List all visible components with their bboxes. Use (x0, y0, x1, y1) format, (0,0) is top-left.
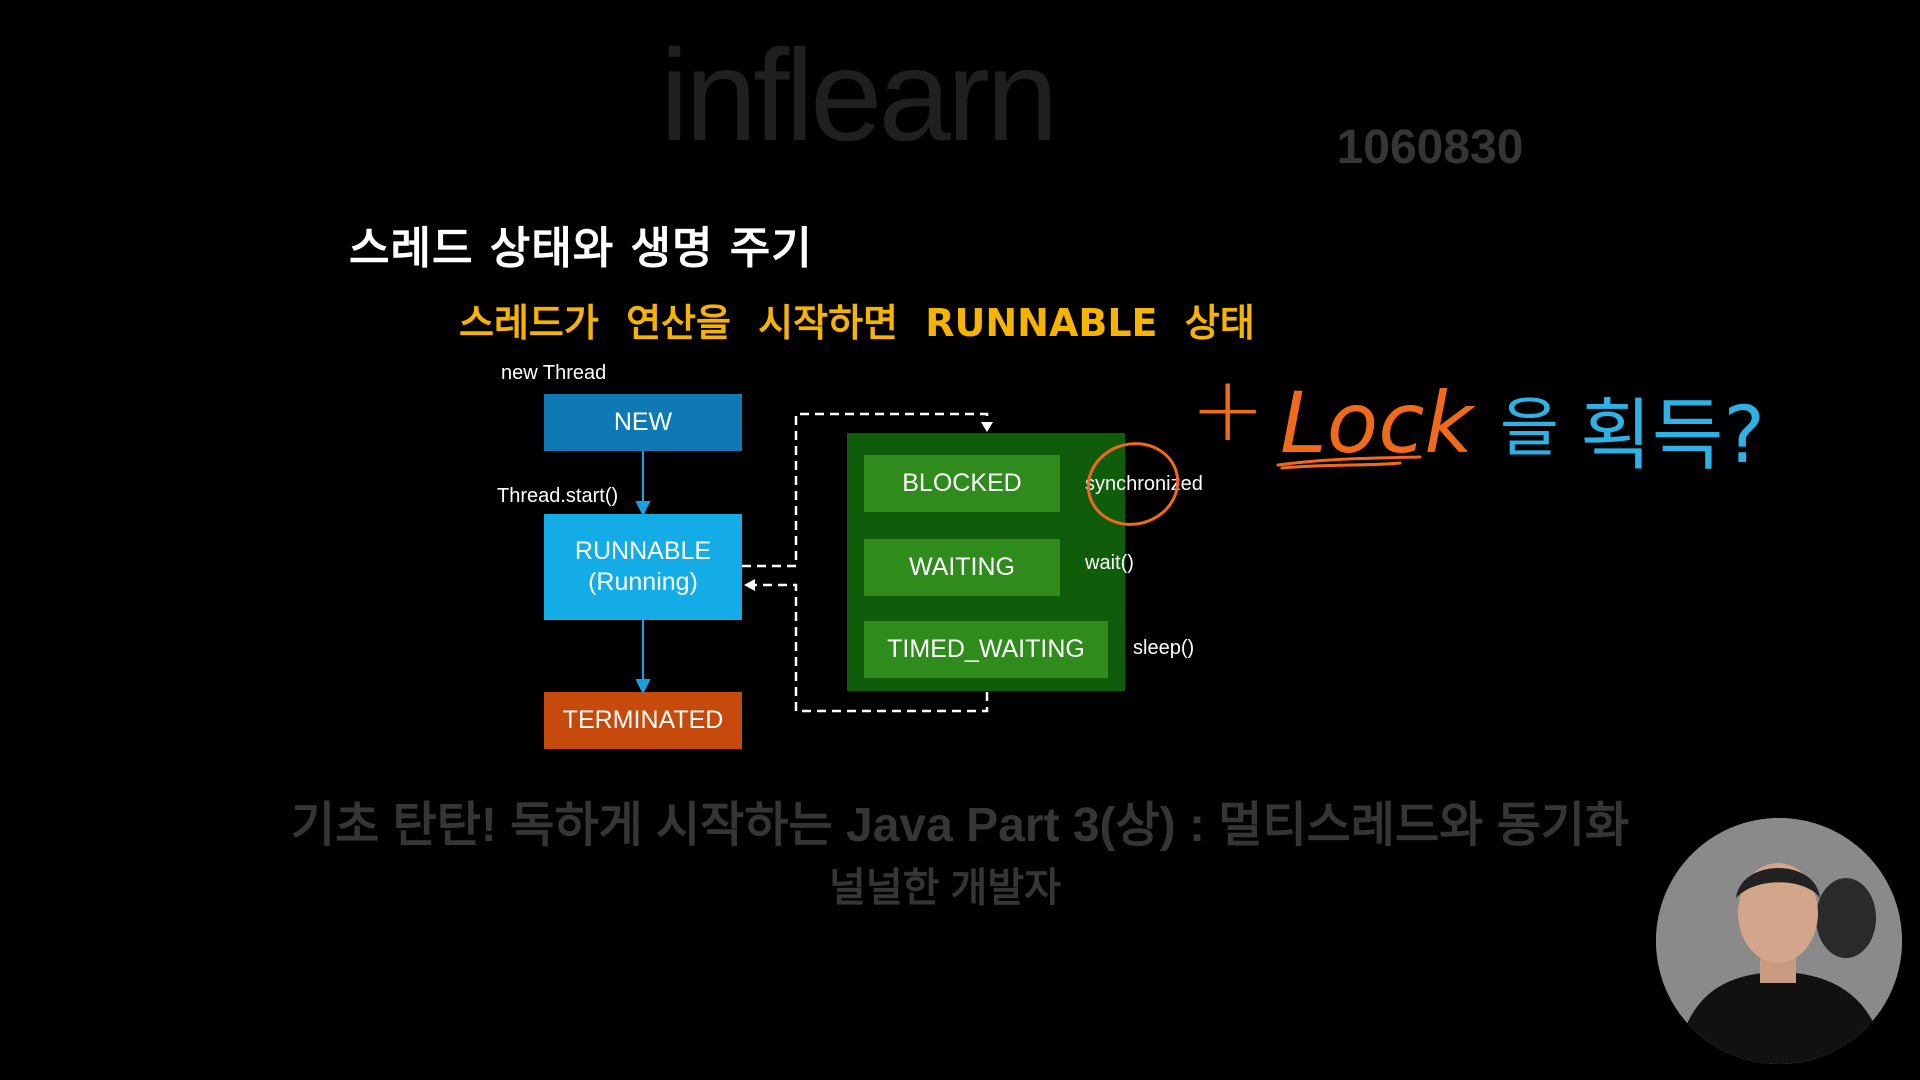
thread-start-label: Thread.start() (497, 485, 619, 507)
state-timed-waiting-label: TIMED_WAITING (887, 635, 1085, 663)
state-terminated-label: TERMINATED (562, 706, 724, 734)
state-blocked-label: BLOCKED (902, 469, 1022, 497)
arrowhead-icon (635, 679, 651, 695)
presenter-avatar (1656, 818, 1902, 1064)
new-thread-label: new Thread (501, 362, 607, 384)
state-runnable: RUNNABLE (Running) (544, 514, 742, 620)
inflearn-watermark: inflearn (660, 22, 1058, 168)
state-terminated: TERMINATED (544, 692, 742, 749)
arrowhead-icon (635, 501, 651, 517)
annotation-circle (1086, 442, 1180, 526)
watermark-code: 1060830 (1336, 121, 1524, 174)
state-blocked: BLOCKED (864, 455, 1060, 512)
wait-label: wait() (1085, 552, 1134, 574)
state-new-label: NEW (613, 408, 673, 436)
synchronized-label: synchronized (1085, 473, 1203, 495)
annotation-plus: + (1190, 357, 1265, 462)
course-title-overlay: 기초 탄탄! 독하게 시작하는 Java Part 3(상) : 멀티스레드와 … (290, 799, 1630, 852)
arrowhead-icon (981, 422, 993, 432)
state-runnable-label: RUNNABLE (574, 537, 712, 565)
state-waiting-label: WAITING (908, 553, 1015, 581)
state-timed-waiting: TIMED_WAITING (864, 621, 1108, 678)
author-overlay: 널널한 개발자 (829, 866, 1061, 910)
annotation-underline (1276, 455, 1422, 470)
state-running-label: (Running) (588, 568, 698, 596)
state-new: NEW (544, 394, 742, 451)
slide-subtitle: 스레드가 연산을 시작하면 RUNNABLE 상태 (459, 301, 1255, 345)
slide-title: 스레드 상태와 생명 주기 (349, 223, 813, 274)
state-waiting: WAITING (864, 539, 1060, 596)
annotation-particle: 을 (1500, 392, 1559, 466)
sleep-label: sleep() (1133, 637, 1195, 659)
webcam-presenter (1656, 818, 1902, 1064)
dashed-arrow-back-to-runnable (754, 583, 989, 713)
dashed-arrow-to-blocked (742, 412, 989, 568)
annotation-lock: Lock (1280, 374, 1476, 472)
arrowhead-icon (744, 579, 755, 591)
annotation-acquire: 획득? (1580, 391, 1765, 481)
